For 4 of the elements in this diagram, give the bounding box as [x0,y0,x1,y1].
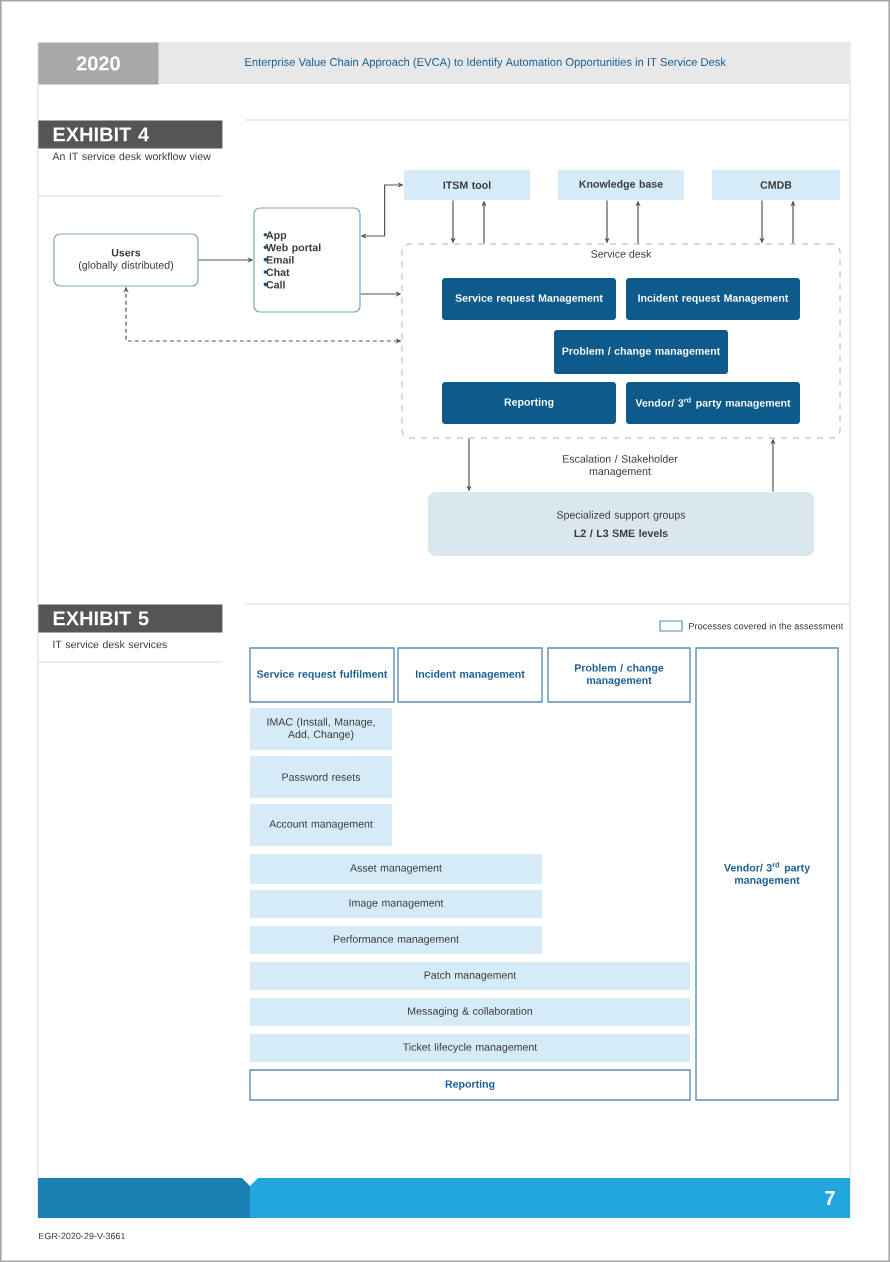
page-number: 7 [825,1191,835,1205]
exhibit-tab: EXHIBIT 4 [38,120,223,149]
year-tab: 2020 [38,42,159,85]
exhibit-tab: EXHIBIT 5 [38,604,223,633]
